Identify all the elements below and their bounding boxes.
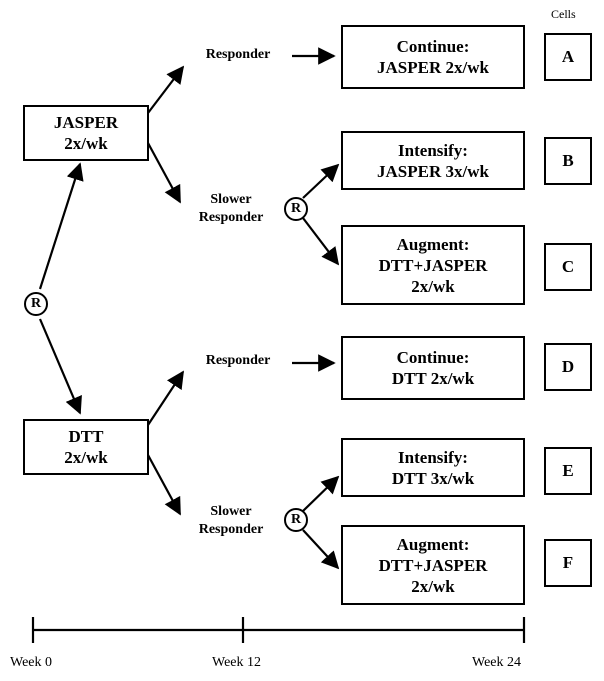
arrow-dtt-slower [147,454,181,516]
jasper-arm-dose: 2x/wk [64,134,108,153]
cell-d: D [544,343,592,391]
dtt-intensify-detail: DTT 3x/wk [391,468,475,488]
dtt-arm-dose: 2x/wk [64,448,108,467]
jasper-responder-label: Responder [205,47,271,62]
jasper-intensify-box: Intensify: JASPER 3x/wk [341,131,525,190]
cell-e: E [544,447,592,495]
dtt-augment-detail: DTT+JASPER [378,555,488,575]
dtt-intensify-box: Intensify: DTT 3x/wk [341,438,525,497]
timeline-week-24: Week 24 [472,655,522,670]
dtt-responder-label: Responder [205,353,271,368]
arrow-jasper-intensify [302,163,340,199]
cell-c: C [544,243,592,291]
dtt-slower-line2: Responder [198,522,264,537]
dtt-augment-box: Augment: DTT+JASPER 2x/wk [341,525,525,605]
jasper-continue-title: Continue: [396,37,470,56]
jasper-intensify-title: Intensify: [398,140,468,160]
arrow-dtt-responder [147,370,184,426]
jasper-slower-line1: Slower [210,192,252,207]
jasper-augment-box: Augment: DTT+JASPER 2x/wk [341,225,525,305]
jasper-slower-label: Slower Responder [180,191,282,227]
jasper-augment-dose: 2x/wk [411,276,455,296]
jasper-arm-name: JASPER [53,113,119,132]
arrow-dtt-intensify [302,475,340,512]
dtt-continue-box: Continue: DTT 2x/wk [341,336,525,400]
jasper-continue-box: Continue: JASPER 2x/wk [341,25,525,89]
arrow-jasper-responder [147,65,185,114]
randomize-circle: R [24,292,48,316]
jasper-arm-box: JASPER 2x/wk [23,105,149,161]
cell-b: B [544,137,592,185]
jasper-slower-line2: Responder [198,210,264,225]
timeline-week-12: Week 12 [212,655,262,670]
timeline-axis [31,617,526,643]
cell-f: F [544,539,592,587]
dtt-intensify-title: Intensify: [398,447,468,467]
dtt-slower-line1: Slower [210,504,252,519]
timeline-week-0: Week 0 [10,655,53,670]
arrow-dtt-augment [302,529,340,570]
dtt-arm-name: DTT [68,427,104,446]
dtt-augment-dose: 2x/wk [411,576,455,596]
dtt-rerandomize-circle: R [284,508,308,532]
arrow-to-jasper [38,162,84,290]
dtt-slower-label: Slower Responder [180,503,282,539]
arrow-jasper-slower [147,142,181,204]
jasper-rerandomize-circle: R [284,197,308,221]
jasper-augment-title: Augment: [396,234,470,254]
cells-header: Cells [551,7,576,21]
dtt-arm-box: DTT 2x/wk [23,419,149,475]
jasper-augment-detail: DTT+JASPER [378,255,488,275]
cell-a: A [544,33,592,81]
dtt-continue-detail: DTT 2x/wk [391,369,475,388]
dtt-continue-title: Continue: [396,348,470,367]
jasper-intensify-detail: JASPER 3x/wk [377,161,489,181]
arrow-jasper-augment [302,217,340,266]
dtt-augment-title: Augment: [396,534,470,554]
arrow-to-dtt [38,318,82,415]
jasper-continue-detail: JASPER 2x/wk [377,58,489,77]
